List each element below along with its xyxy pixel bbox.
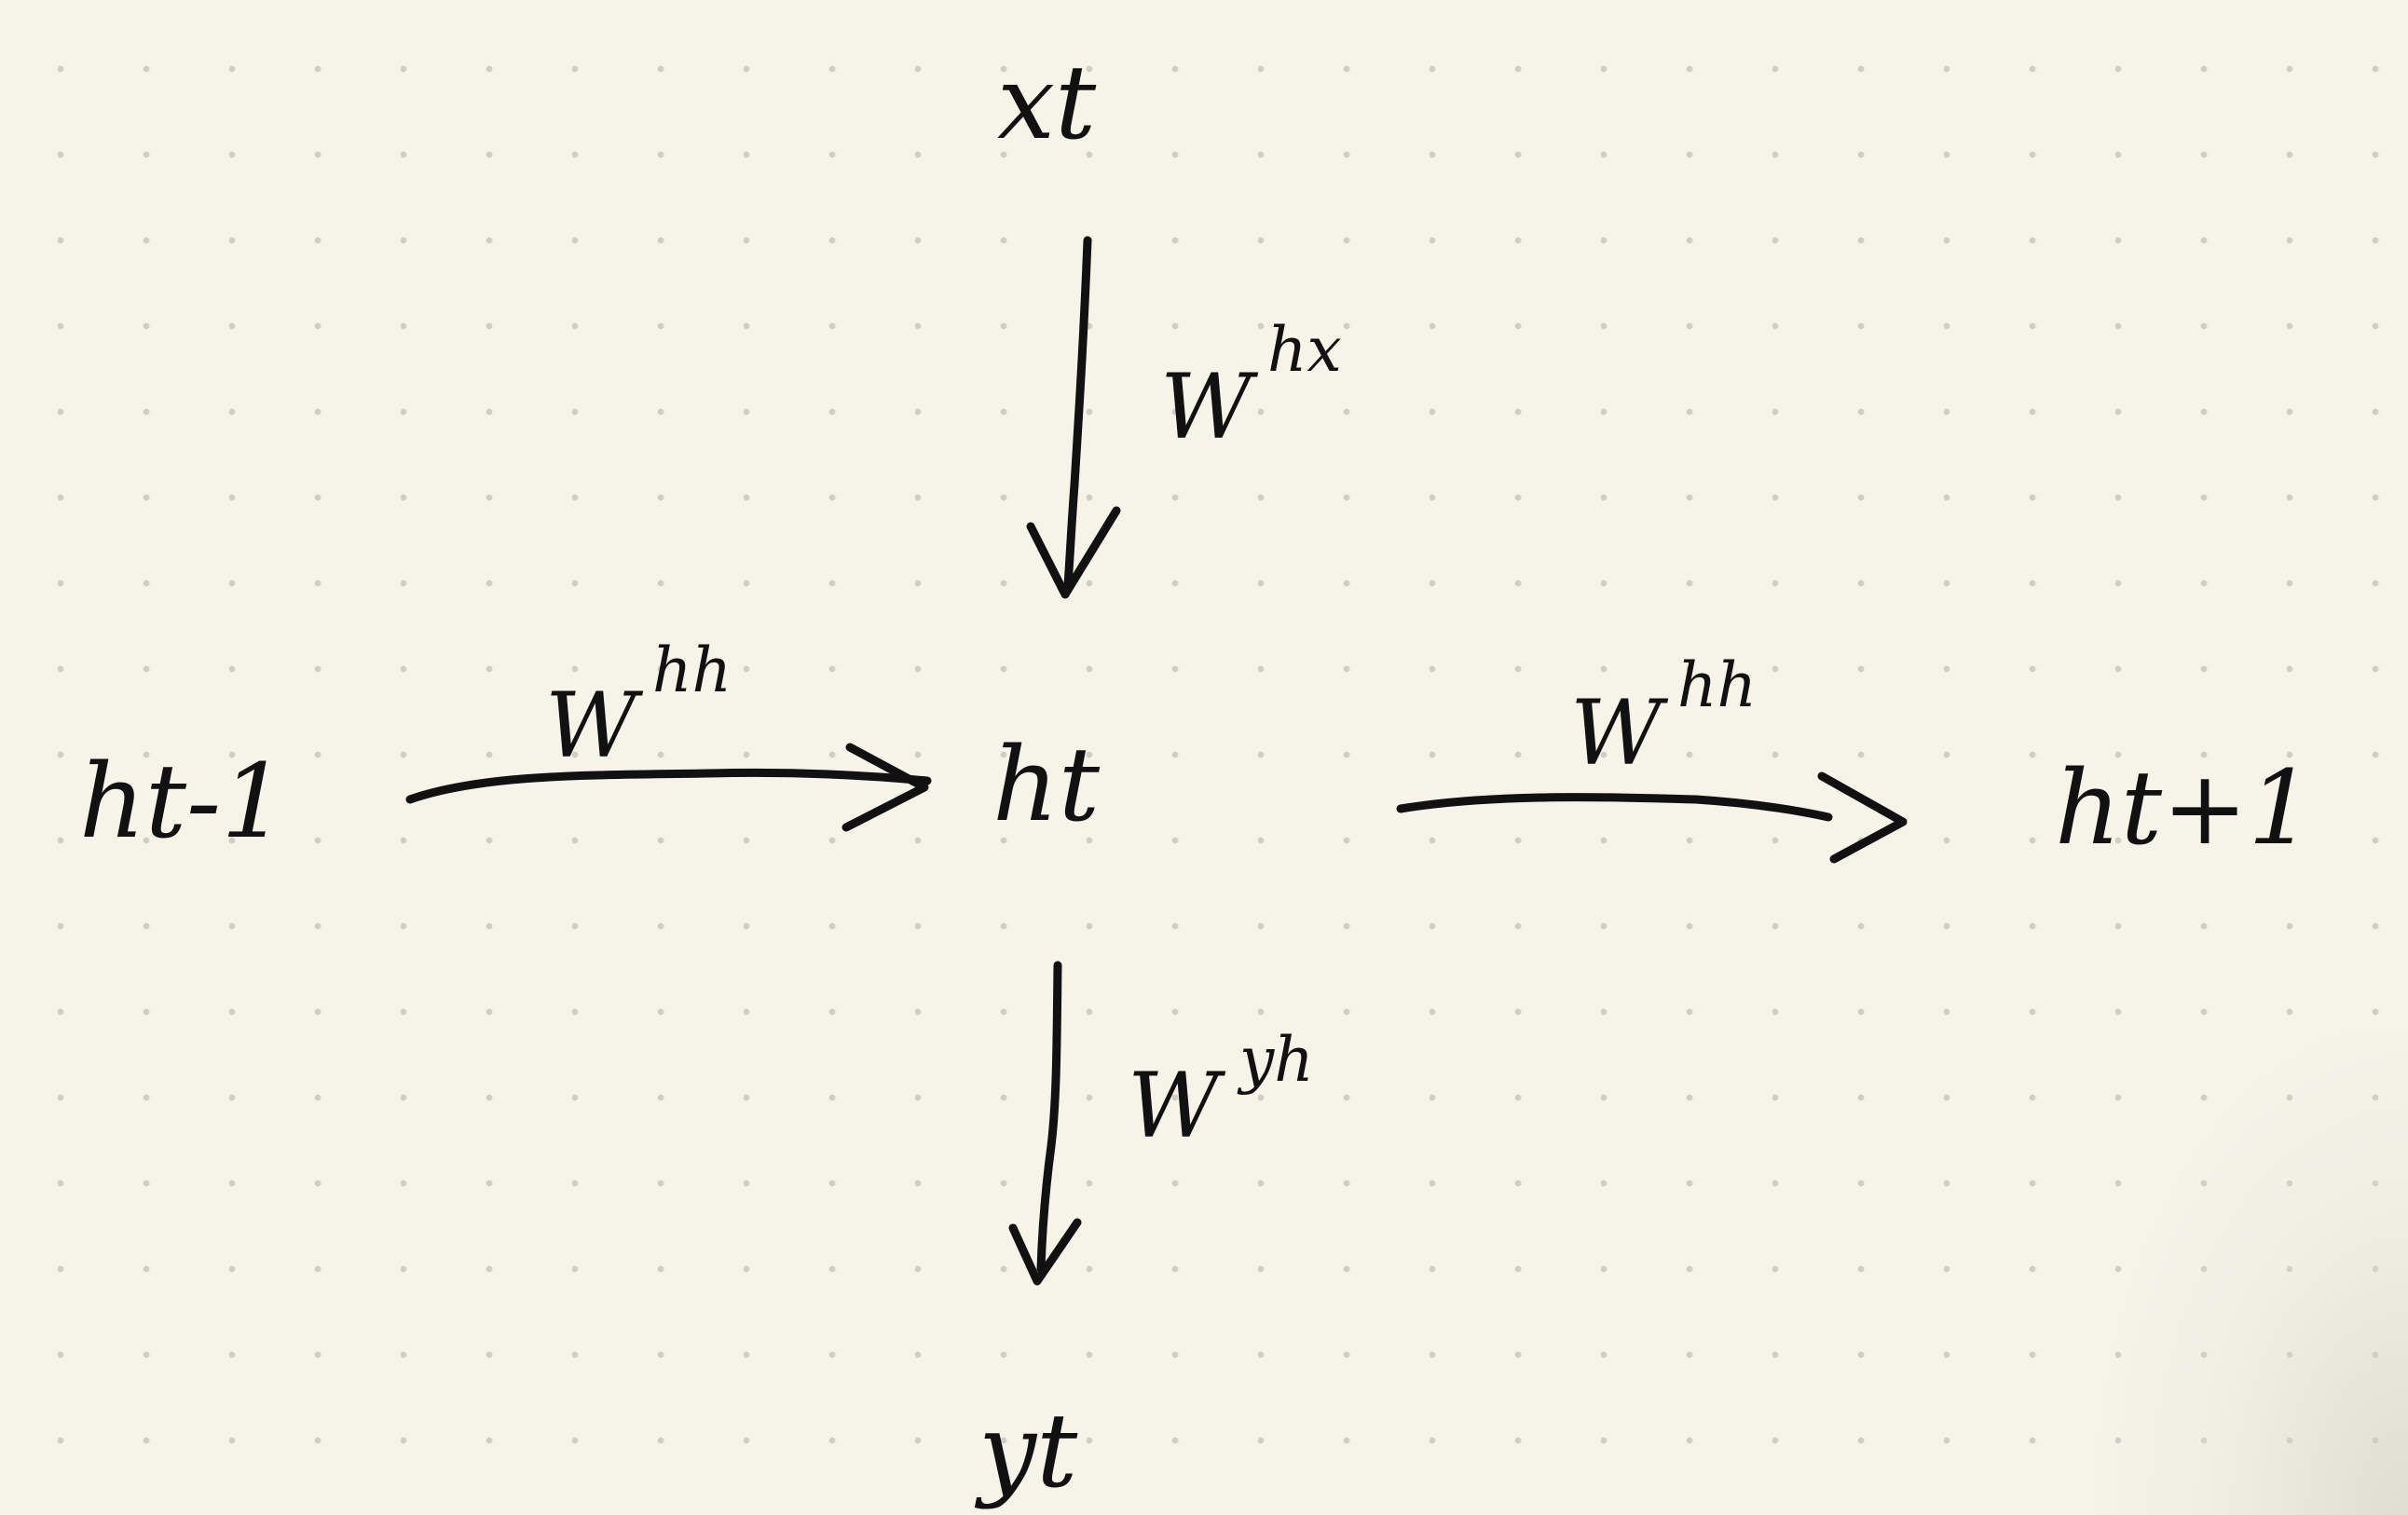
weight-base-w: W xyxy=(1160,355,1259,459)
node-h-t-minus-1: ht-1 xyxy=(79,742,286,861)
weight-prev-to-hidden: W hh xyxy=(545,635,732,778)
arrow-prev-to-hidden xyxy=(405,743,932,832)
weight-hidden-to-output: W yh xyxy=(1128,1024,1314,1158)
node-h-t: ht xyxy=(992,725,1101,844)
arrow-hidden-to-output xyxy=(1008,961,1082,1286)
weight-input-to-hidden: W hx xyxy=(1160,314,1342,459)
weight-base-w: W xyxy=(545,674,644,778)
node-h-t-plus-1: ht+1 xyxy=(2055,748,2313,867)
weight-superscript: hx xyxy=(1267,314,1342,386)
weight-superscript: hh xyxy=(652,635,732,706)
weight-superscript: hh xyxy=(1677,649,1757,721)
arrow-input-to-hidden xyxy=(1026,236,1121,599)
weight-superscript: yh xyxy=(1237,1024,1314,1096)
node-y-t: yt xyxy=(974,1391,1078,1510)
weight-base-w: W xyxy=(1570,681,1669,785)
arrow-hidden-to-next xyxy=(1396,771,1908,864)
weight-hidden-to-next: W hh xyxy=(1570,649,1757,785)
node-x-t: xt xyxy=(997,43,1097,162)
weight-base-w: W xyxy=(1128,1054,1226,1158)
